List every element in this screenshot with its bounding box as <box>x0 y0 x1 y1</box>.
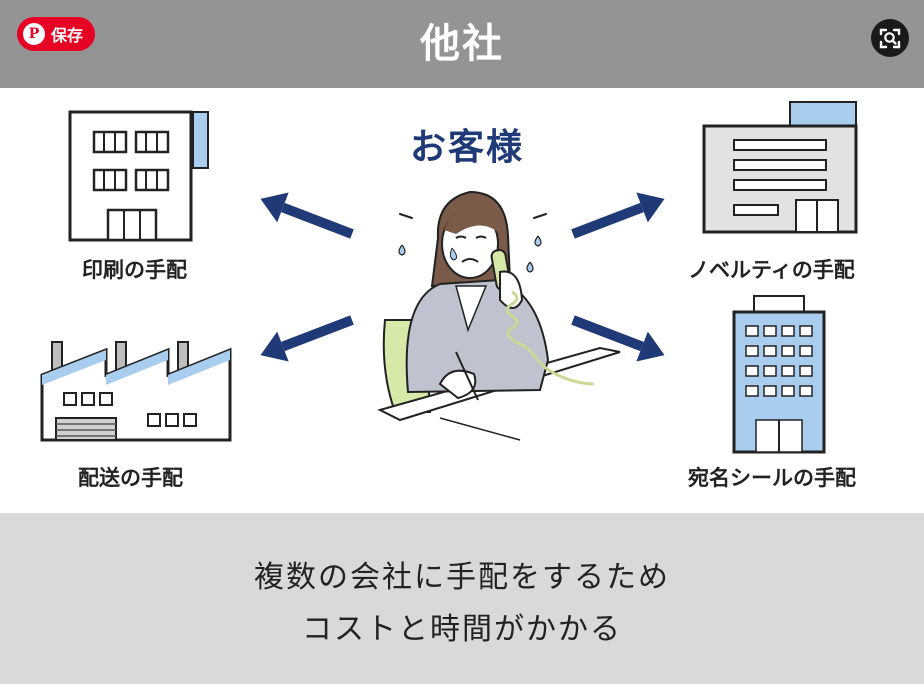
blue-tower-icon <box>732 295 826 454</box>
footer-line-1: 複数の会社に手配をするため <box>254 560 670 595</box>
office-building-icon <box>68 110 209 242</box>
visual-search-button[interactable] <box>871 19 909 57</box>
node-label-novelty: ノベルティの手配 <box>688 258 855 282</box>
footer-panel <box>0 513 924 684</box>
arrow-to-shipping <box>260 315 354 362</box>
worried-customer-illustration <box>377 190 621 441</box>
arrow-to-novelty <box>571 192 665 239</box>
node-label-printing: 印刷の手配 <box>82 258 187 282</box>
arrow-to-printing <box>260 192 354 239</box>
node-label-address-seal: 宛名シールの手配 <box>688 466 856 490</box>
visual-search-icon <box>879 28 901 49</box>
pinterest-icon: P <box>23 23 45 45</box>
footer-line-2: コストと時間がかかる <box>302 612 622 647</box>
arrow-to-address-seal <box>571 315 665 362</box>
diagram-illustration <box>40 101 858 454</box>
node-label-shipping: 配送の手配 <box>78 466 183 490</box>
header-bar <box>0 0 924 88</box>
page-title: 他社 <box>420 21 504 67</box>
gray-building-icon <box>702 101 858 234</box>
pinterest-save-button[interactable]: P 保存 <box>17 17 96 51</box>
save-label: 保存 <box>51 26 84 45</box>
factory-icon <box>40 341 232 442</box>
arrows <box>260 192 665 362</box>
customer-label: お客様 <box>409 127 524 168</box>
